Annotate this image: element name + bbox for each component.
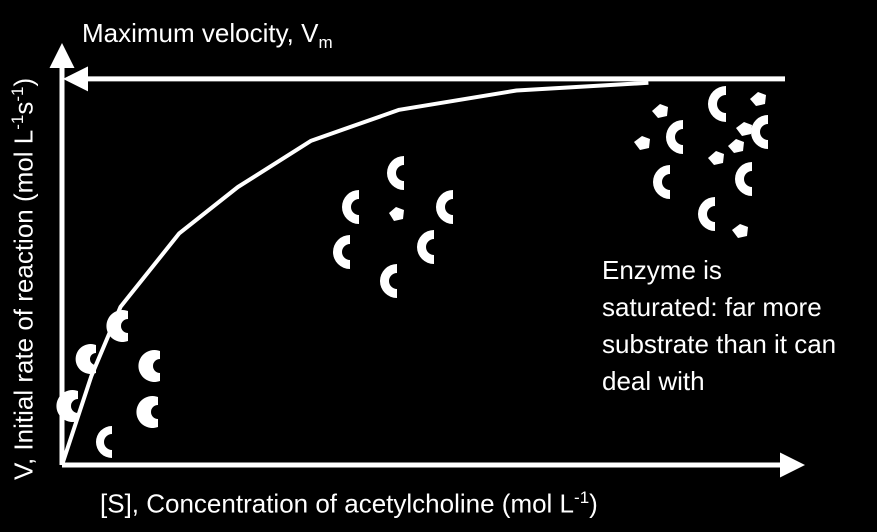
enzyme-group-mid — [333, 156, 453, 298]
enzyme-icon — [75, 344, 96, 374]
substrate-icon — [732, 224, 748, 238]
enzyme-icon — [387, 156, 404, 190]
substrate-icon — [736, 122, 752, 136]
annotation-line: Enzyme is — [602, 255, 722, 285]
y-axis-label: V, Initial rate of reaction (mol L-1s-1) — [8, 77, 39, 480]
vmax-label: Maximum velocity, Vm — [82, 18, 333, 53]
series-points — [61, 82, 649, 466]
x-axis-label: [S], Concentration of acetylcholine (mol… — [100, 488, 598, 519]
enzyme-icon — [106, 310, 128, 342]
enzyme-group-saturated — [634, 86, 768, 238]
substrate-icon — [728, 139, 744, 153]
enzyme-icon — [138, 350, 160, 382]
annotation-line: saturated: far more — [602, 292, 822, 322]
enzyme-icon — [708, 86, 726, 122]
enzyme-icon — [379, 264, 397, 298]
enzyme-icon — [735, 162, 752, 196]
enzyme-icon — [136, 396, 158, 428]
enzyme-icon — [666, 120, 683, 154]
enzyme-icon — [417, 230, 434, 264]
annotation-line: deal with — [602, 366, 705, 396]
enzyme-icon — [653, 165, 670, 199]
enzyme-icon — [698, 197, 715, 231]
substrate-icon — [652, 104, 668, 118]
substrate-icon — [708, 151, 724, 165]
enzyme-icon — [342, 190, 359, 224]
enzyme-icon — [56, 390, 78, 422]
annotation-line: substrate than it can — [602, 329, 837, 359]
substrate-icon — [389, 207, 404, 221]
enzyme-group-low — [56, 310, 160, 458]
enzyme-icon — [96, 426, 112, 458]
enzyme-icon — [436, 190, 453, 224]
enzyme-icon — [750, 115, 768, 150]
substrate-icon — [750, 92, 766, 106]
enzyme-icon — [333, 235, 350, 269]
saturation-annotation: Enzyme is saturated: far more substrate … — [602, 252, 836, 400]
substrate-icon — [634, 136, 650, 150]
